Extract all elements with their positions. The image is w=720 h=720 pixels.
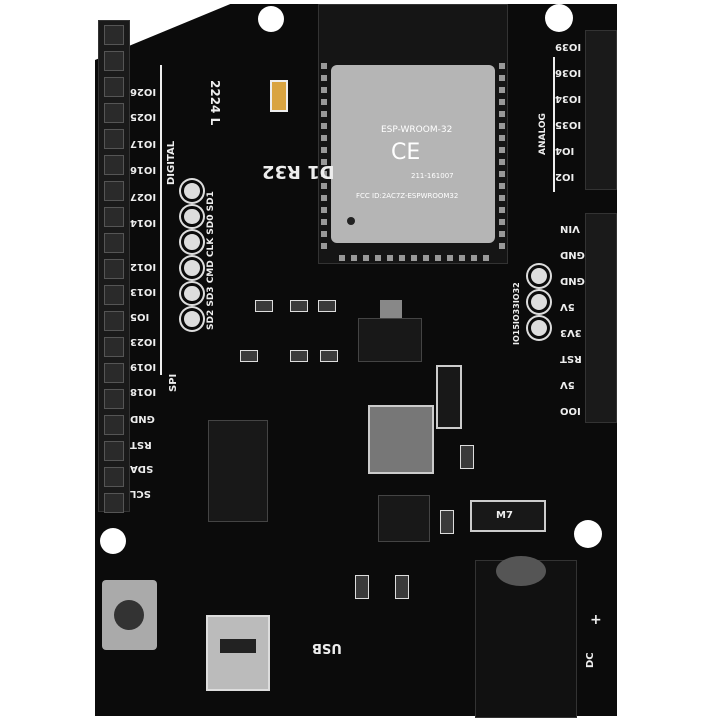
pin-label: RST: [130, 439, 152, 450]
pin-label: IO19: [130, 361, 157, 372]
pin-label: IO14: [130, 217, 157, 228]
pin-label: IO16: [130, 164, 157, 175]
inductor: [368, 405, 434, 474]
smd-component: [355, 575, 369, 599]
diode-label: M7: [496, 510, 513, 521]
dc-label: DC: [585, 652, 596, 668]
module-model: ESP-WROOM-32: [381, 125, 453, 135]
usb-serial-chip: [208, 420, 268, 522]
pin-label: GND: [560, 275, 585, 286]
pin-label: IO26: [130, 86, 157, 97]
smd-component: [395, 575, 409, 599]
smd-component: [440, 510, 454, 534]
mounting-hole: [574, 520, 602, 548]
reset-button[interactable]: [102, 580, 157, 650]
spi-label: SPI: [168, 373, 179, 392]
pin-label: SCL: [130, 488, 151, 499]
power-pin-header[interactable]: [585, 213, 617, 423]
io-pads: [528, 265, 550, 339]
digital-label: DIGITAL: [166, 140, 177, 185]
analog-label: ANALOG: [538, 113, 548, 155]
pin-label: IO27: [130, 191, 157, 202]
pin-label: VIN: [560, 223, 580, 234]
pin-label: IO18: [130, 386, 157, 397]
module-shield-can: ESP-WROOM-32 CE 211-161007 FCC ID:2AC7Z-…: [331, 65, 495, 243]
board-name: D1 R32: [262, 161, 335, 182]
pin-label: 5V: [560, 379, 575, 390]
pin-label: 5V: [560, 301, 575, 312]
ce-mark: CE: [391, 140, 421, 165]
pin-label: IO17: [130, 138, 157, 149]
smd-component: [290, 300, 308, 312]
pin-label: IO36: [555, 67, 582, 78]
pin-label: IO12: [130, 261, 157, 272]
usb-label: USB: [312, 640, 342, 655]
ic-chip: [378, 495, 430, 542]
diode-small: [436, 365, 462, 429]
pin-label: GND: [130, 413, 155, 424]
pin-label: SDA: [130, 463, 154, 474]
pin-label: IOO: [560, 405, 581, 416]
dc-power-jack[interactable]: [475, 556, 577, 718]
module-fcc-id: FCC ID:2AC7Z-ESPWROOM32: [356, 192, 459, 200]
tantalum-capacitor: [270, 80, 288, 112]
pin-label: IO2: [555, 171, 575, 182]
pin-label: GND: [560, 249, 585, 260]
mounting-hole: [258, 6, 284, 32]
mounting-hole: [545, 4, 573, 32]
smd-component: [318, 300, 336, 312]
pin-label: IO34: [555, 93, 582, 104]
date-code: 2224 L: [208, 80, 222, 126]
voltage-regulator: [358, 318, 422, 362]
smd-component: [460, 445, 474, 469]
analog-pin-header[interactable]: [585, 30, 617, 190]
left-pin-header[interactable]: [98, 20, 130, 513]
pin-label: IO13: [130, 286, 157, 297]
smd-component: [320, 350, 338, 362]
pin-label: IO4: [555, 145, 575, 156]
pin-label: 3V3: [560, 327, 582, 338]
smd-component: [240, 350, 258, 362]
pin-label: IO35: [555, 119, 582, 130]
smd-component: [255, 300, 273, 312]
pin-label: IO23: [130, 336, 157, 347]
spi-pad-labels: SD2 SD3 CMD CLK SD0 SD1: [206, 191, 216, 330]
spi-pads: [178, 180, 206, 331]
module-cert: 211-161007: [411, 172, 454, 180]
pin-label: IO39: [555, 41, 582, 52]
pin-label: RST: [560, 353, 582, 364]
pin-label: IO25: [130, 111, 157, 122]
plus-label: +: [590, 612, 602, 628]
io-pad-labels: IO15IO33IO32: [512, 282, 521, 345]
pin-label: IO5: [130, 311, 150, 322]
esp32-module: ESP-WROOM-32 CE 211-161007 FCC ID:2AC7Z-…: [318, 4, 508, 264]
micro-usb-port[interactable]: [206, 615, 270, 691]
mounting-hole: [100, 528, 126, 554]
smd-component: [290, 350, 308, 362]
diode: M7: [470, 500, 546, 532]
